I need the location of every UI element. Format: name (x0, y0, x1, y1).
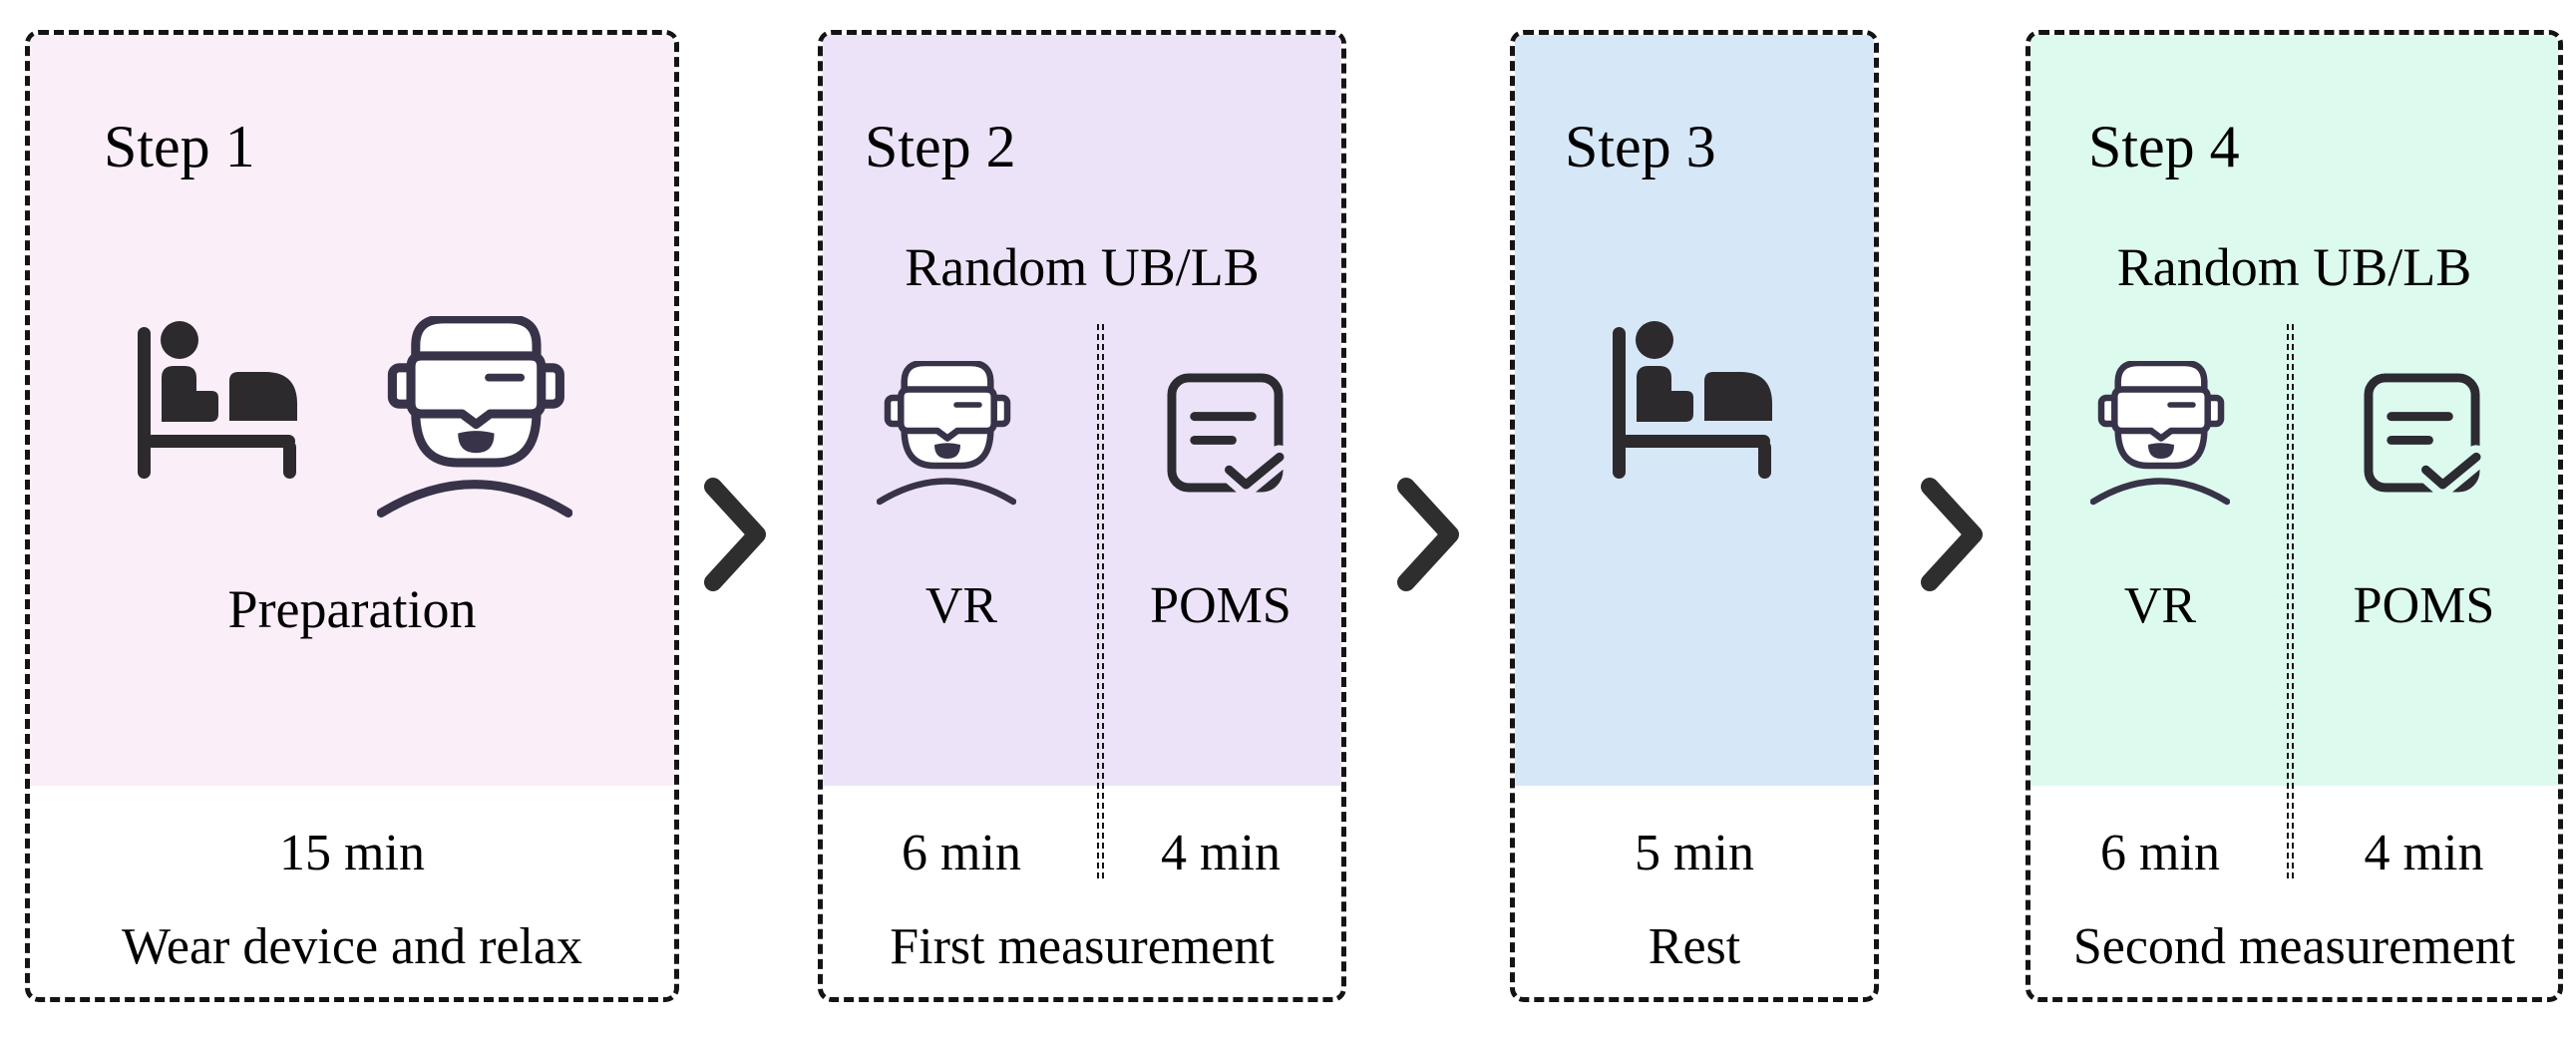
step-3-colored-area (1515, 35, 1874, 786)
step-4-column-divider (2287, 324, 2294, 878)
poms-checklist-icon (2364, 373, 2482, 494)
bed-icon (1613, 321, 1772, 479)
step-1-description: Wear device and relax (121, 918, 583, 975)
step-1-card: Step 1 Preparation 15 min Wear device an… (25, 30, 679, 1002)
step-2-description: First measurement (890, 918, 1275, 975)
vr-headset-icon (377, 316, 572, 522)
chevron-right-icon (703, 477, 767, 592)
step-1-duration: 15 min (279, 825, 425, 881)
step-1-label: Preparation (227, 579, 477, 639)
chevron-right-icon (1396, 477, 1460, 592)
step-4-title: Step 4 (2088, 114, 2240, 179)
vr-headset-icon (2090, 361, 2230, 508)
step-2-column-divider (1097, 324, 1104, 878)
vr-headset-icon (877, 361, 1016, 508)
step-3-duration: 5 min (1635, 825, 1754, 881)
step-3-card: Step 3 5 min Rest (1510, 30, 1879, 1002)
step-4-vr-duration: 6 min (2100, 825, 2220, 881)
poms-checklist-icon (1167, 373, 1286, 494)
step-4-poms-duration: 4 min (2364, 825, 2484, 881)
step-2-poms-duration: 4 min (1161, 825, 1281, 881)
step-2-title: Step 2 (865, 114, 1016, 179)
step-2-poms-label: POMS (1150, 577, 1291, 634)
step-2-vr-duration: 6 min (902, 825, 1021, 881)
step-4-vr-label: VR (2123, 577, 2197, 634)
step-2-vr-label: VR (924, 577, 998, 634)
step-3-description: Rest (1648, 918, 1741, 975)
step-2-subtitle: Random UB/LB (905, 237, 1260, 297)
step-4-description: Second measurement (2072, 918, 2516, 975)
step-1-colored-area (30, 35, 674, 786)
step-1-title: Step 1 (104, 114, 255, 179)
bed-icon (138, 321, 297, 479)
step-4-card: Step 4 Random UB/LB VR POMS 6 min 4 min … (2025, 30, 2563, 1002)
step-2-card: Step 2 Random UB/LB VR POMS 6 min 4 min … (818, 30, 1346, 1002)
step-4-subtitle: Random UB/LB (2116, 237, 2472, 297)
step-4-poms-label: POMS (2353, 577, 2495, 634)
chevron-right-icon (1920, 477, 1984, 592)
step-3-title: Step 3 (1565, 114, 1716, 179)
